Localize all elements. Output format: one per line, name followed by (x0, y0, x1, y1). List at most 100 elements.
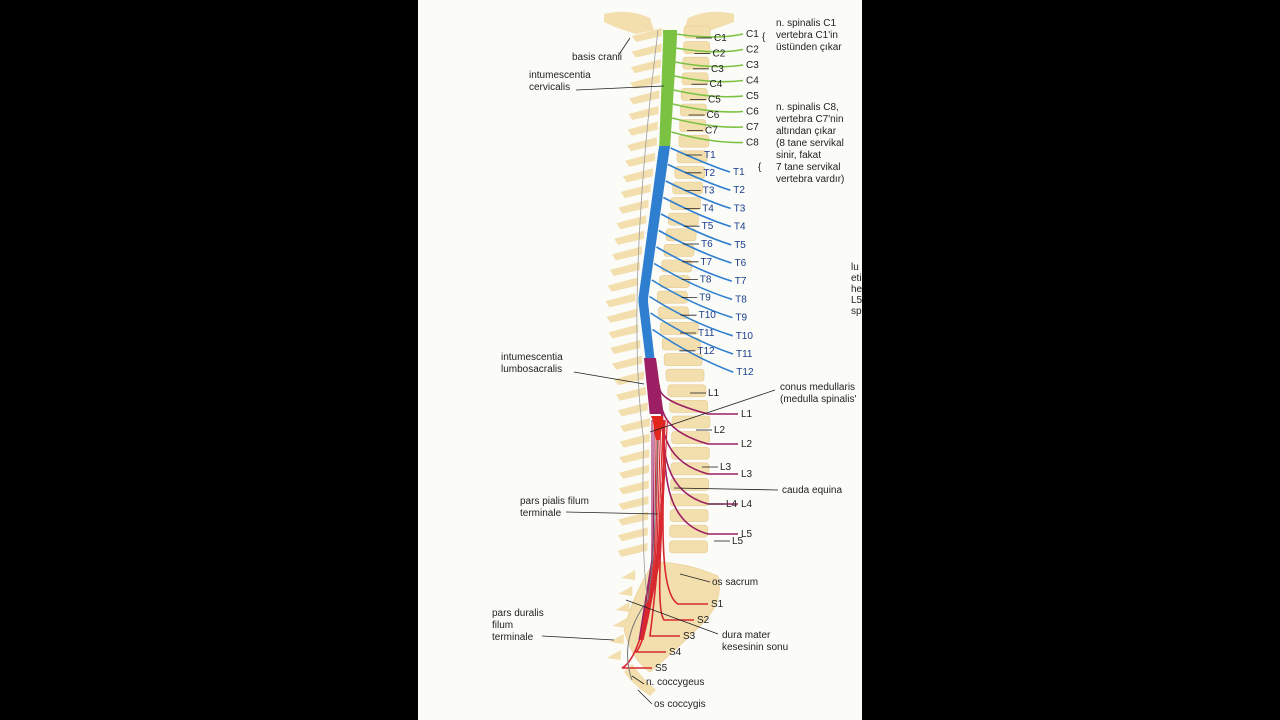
cauda-equina-fibre (640, 419, 660, 641)
label-cauda-equina: cauda equina (782, 485, 842, 496)
vertebra-label-l4: L4 (726, 499, 738, 510)
spinous-process (619, 464, 650, 479)
sacral-crest (621, 570, 636, 580)
vertebra-body (674, 166, 706, 179)
nerve-label-t2: T2 (733, 185, 745, 196)
nerve-label-c3: C3 (746, 60, 759, 71)
cervical-cord-segment (659, 30, 677, 146)
cauda-equina-fibre (641, 419, 664, 641)
vertebra-body (671, 415, 711, 429)
nerve-label-t12: T12 (736, 367, 754, 378)
vertebra-body (658, 306, 689, 320)
spinous-process (617, 527, 648, 542)
spinous-process (628, 106, 659, 120)
spinous-process (608, 324, 639, 339)
vertebra-body (669, 540, 708, 554)
vertebra-label-t4: T4 (702, 203, 714, 214)
spinous-process (632, 28, 662, 42)
thoracic-cord-segment (638, 146, 671, 358)
nerve-c8 (671, 131, 744, 144)
nerve-label-t3: T3 (734, 203, 746, 214)
diagram-page: basis cranii intumescentia cervicalis in… (418, 0, 862, 720)
sacral-crest (606, 650, 621, 660)
nerve-t12 (652, 328, 734, 373)
label-n-coccygeus: n. coccygeus (646, 677, 704, 688)
nerve-t7 (656, 246, 733, 282)
vertebra-label-l1: L1 (708, 388, 720, 399)
spinous-process (631, 43, 662, 58)
leader-lines (541, 37, 779, 705)
vertebra-label-t2: T2 (703, 168, 715, 179)
nerve-label-t4: T4 (734, 222, 746, 233)
nerve-t5 (660, 213, 732, 246)
dura-mater-line (636, 29, 659, 601)
spinous-process (625, 152, 656, 167)
leader-os-sacrum (679, 573, 711, 583)
skull-base-left (604, 11, 654, 34)
vertebra-label-t8: T8 (700, 275, 712, 286)
spinous-process (615, 386, 646, 401)
vertebra-body (668, 212, 699, 226)
nerve-c1 (675, 33, 744, 38)
spinous-process (619, 433, 650, 448)
label-pars-pialis: pars pialis filum terminale (520, 496, 592, 519)
vertebra-body (670, 197, 701, 210)
vertebra-label-c4: C4 (710, 79, 723, 90)
nerve-label-c4: C4 (746, 76, 759, 87)
spinous-process (610, 340, 641, 354)
spinous-process (614, 230, 645, 245)
spinous-process (612, 355, 643, 370)
vertebra-label-t1: T1 (704, 150, 716, 161)
vertebra-label-t9: T9 (699, 292, 711, 303)
spinous-process (611, 246, 642, 261)
nerve-label-c1: C1 (746, 29, 759, 40)
leader-intumescentia-lumbosacralis (573, 371, 645, 385)
spinous-process (606, 308, 637, 323)
cauda-equina-fibre (640, 419, 662, 641)
vertebra-label-l2: L2 (714, 425, 726, 436)
label-intumescentia-lumbosacralis: intumescentia lumbosacralis (501, 352, 565, 375)
label-os-coccygis: os coccygis (654, 699, 706, 710)
leader-cauda-equina (673, 487, 779, 491)
vertebra-label-t3: T3 (703, 186, 715, 197)
spinal-cord (627, 29, 677, 681)
vertebra-label-t7: T7 (700, 257, 712, 268)
nerve-label-t7: T7 (735, 276, 747, 287)
nerve-label-t6: T6 (735, 258, 747, 269)
spinous-process (617, 542, 648, 557)
nerve-label-c5: C5 (746, 91, 759, 102)
filum-terminale (627, 439, 659, 681)
label-intumescentia-cervicalis: intumescentia cervicalis (529, 70, 593, 93)
nerve-label-t9: T9 (735, 313, 747, 324)
nerve-label-c8: C8 (746, 138, 759, 149)
vertebra-body (670, 493, 709, 507)
vertebra-body (663, 353, 703, 366)
cauda-equina-fibre (641, 419, 666, 641)
nerve-t4 (662, 196, 732, 228)
spinous-process (620, 184, 651, 198)
vertebra-body (665, 228, 697, 242)
nerve-t6 (658, 229, 732, 264)
leader-pars-pialis (565, 511, 659, 515)
spinous-process (622, 168, 653, 183)
vertebra-label-c3: C3 (711, 64, 724, 75)
nerve-label-t5: T5 (734, 240, 746, 251)
spinous-process (619, 418, 650, 432)
nerve-t8 (653, 262, 733, 301)
spinous-process (629, 90, 660, 105)
nerve-label-t11: T11 (736, 349, 753, 360)
vertebra-body (669, 509, 709, 522)
nerve-c4 (674, 75, 744, 83)
nerve-label-l2: L2 (741, 439, 753, 450)
conus-medullaris (650, 416, 664, 440)
vertebra-body (659, 275, 690, 288)
spinous-process (618, 480, 649, 495)
vertebra-label-c5: C5 (708, 95, 721, 106)
vertebra-label-c1: C1 (714, 33, 727, 44)
vertebra-body (669, 400, 709, 413)
vertebra-label-l3: L3 (720, 462, 732, 473)
label-os-sacrum: os sacrum (712, 577, 758, 588)
spinous-process (616, 215, 647, 230)
nerve-t3 (665, 180, 731, 210)
nerve-label-s2: S2 (697, 615, 710, 626)
